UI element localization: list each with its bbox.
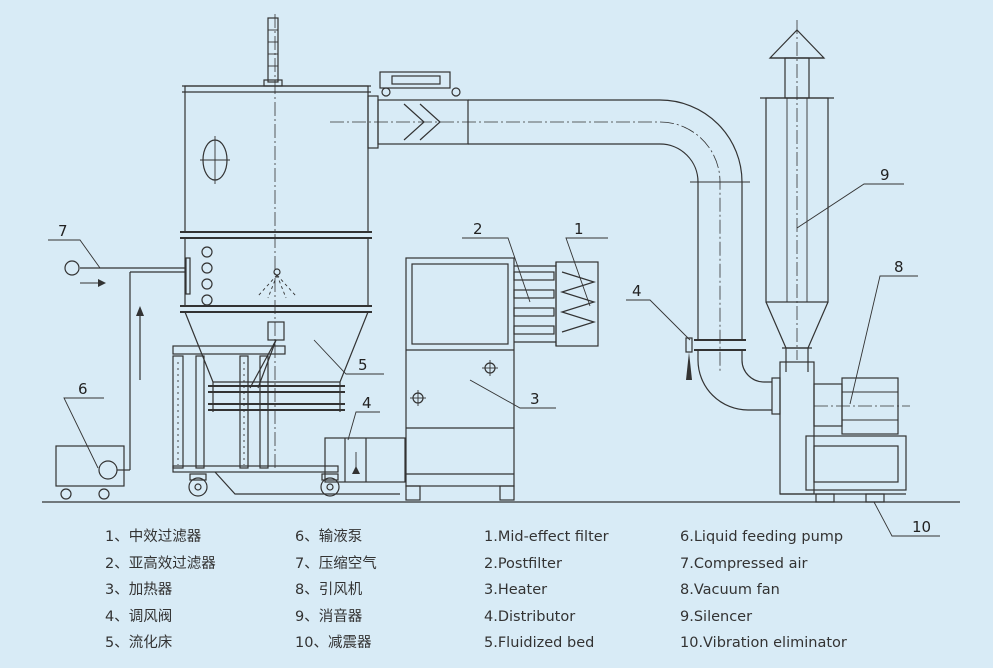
legend-item: 9、消音器 xyxy=(295,608,363,625)
main-tower xyxy=(180,14,372,470)
callout-6: 6 xyxy=(63,380,104,469)
legend-item: 5.Fluidized bed xyxy=(484,635,595,651)
bed-cart xyxy=(172,345,406,497)
legend-item: 2.Postfilter xyxy=(484,555,562,572)
legend-item: 10、减震器 xyxy=(295,635,372,651)
legend-item: 3.Heater xyxy=(484,582,548,598)
silencer xyxy=(760,20,834,372)
callout-4-label: 4 xyxy=(362,394,372,412)
legend-item: 5、流化床 xyxy=(105,635,173,651)
vacuum-fan xyxy=(779,361,910,503)
callout-2-label: 2 xyxy=(473,220,483,238)
legend-item: 9.Silencer xyxy=(680,608,753,625)
legend-item: 4、调风阀 xyxy=(105,608,173,625)
callout-4-damper: 4 xyxy=(626,282,691,341)
legend-item: 10.Vibration eliminator xyxy=(680,635,847,651)
legend-item: 2、亚高效过滤器 xyxy=(105,555,216,572)
legend-item: 6、输液泵 xyxy=(295,529,363,545)
callout-5: 5 xyxy=(313,339,384,375)
callout-8: 8 xyxy=(849,258,918,405)
callout-8-label: 8 xyxy=(894,258,904,276)
callout-4-distributor: 4 xyxy=(347,394,380,441)
callout-3-label: 3 xyxy=(530,390,540,408)
legend-chinese-col-2: 6、输液泵 7、压缩空气 8、引风机 9、消音器 10、减震器 xyxy=(295,524,377,657)
callout-7: 7 xyxy=(48,222,101,269)
liquid-pump xyxy=(55,260,185,500)
heater-cabinet xyxy=(405,257,599,501)
legend-english-col-1: 1.Mid-effect filter 2.Postfilter 3.Heate… xyxy=(484,524,609,657)
callout-1: 1 xyxy=(565,220,608,307)
callout-10: 10 xyxy=(873,501,940,537)
legend-item: 1.Mid-effect filter xyxy=(484,529,609,545)
callout-10-label: 10 xyxy=(912,518,931,536)
legend-item: 3、加热器 xyxy=(105,582,173,598)
legend-item: 8、引风机 xyxy=(295,582,363,598)
exhaust-duct xyxy=(330,71,781,415)
callout-2: 2 xyxy=(462,220,531,303)
legend-item: 8.Vacuum fan xyxy=(680,582,780,598)
legend-item: 4.Distributor xyxy=(484,608,576,625)
legend-english-col-2: 6.Liquid feeding pump 7.Compressed air 8… xyxy=(680,524,847,657)
legend-item: 7、压缩空气 xyxy=(295,555,377,572)
legend-item: 1、中效过滤器 xyxy=(105,529,202,545)
legend-chinese-col-1: 1、中效过滤器 2、亚高效过滤器 3、加热器 4、调风阀 5、流化床 xyxy=(105,524,216,657)
legend-item: 6.Liquid feeding pump xyxy=(680,529,844,545)
callout-7-label: 7 xyxy=(58,222,68,240)
callout-4-damper-label: 4 xyxy=(632,282,642,300)
callout-6-label: 6 xyxy=(78,380,88,398)
callout-9-label: 9 xyxy=(880,166,890,184)
callout-3: 3 xyxy=(469,379,556,409)
callout-5-label: 5 xyxy=(358,356,368,374)
legend-item: 7.Compressed air xyxy=(680,555,808,572)
callout-1-label: 1 xyxy=(574,220,584,238)
callout-9: 9 xyxy=(796,166,904,229)
